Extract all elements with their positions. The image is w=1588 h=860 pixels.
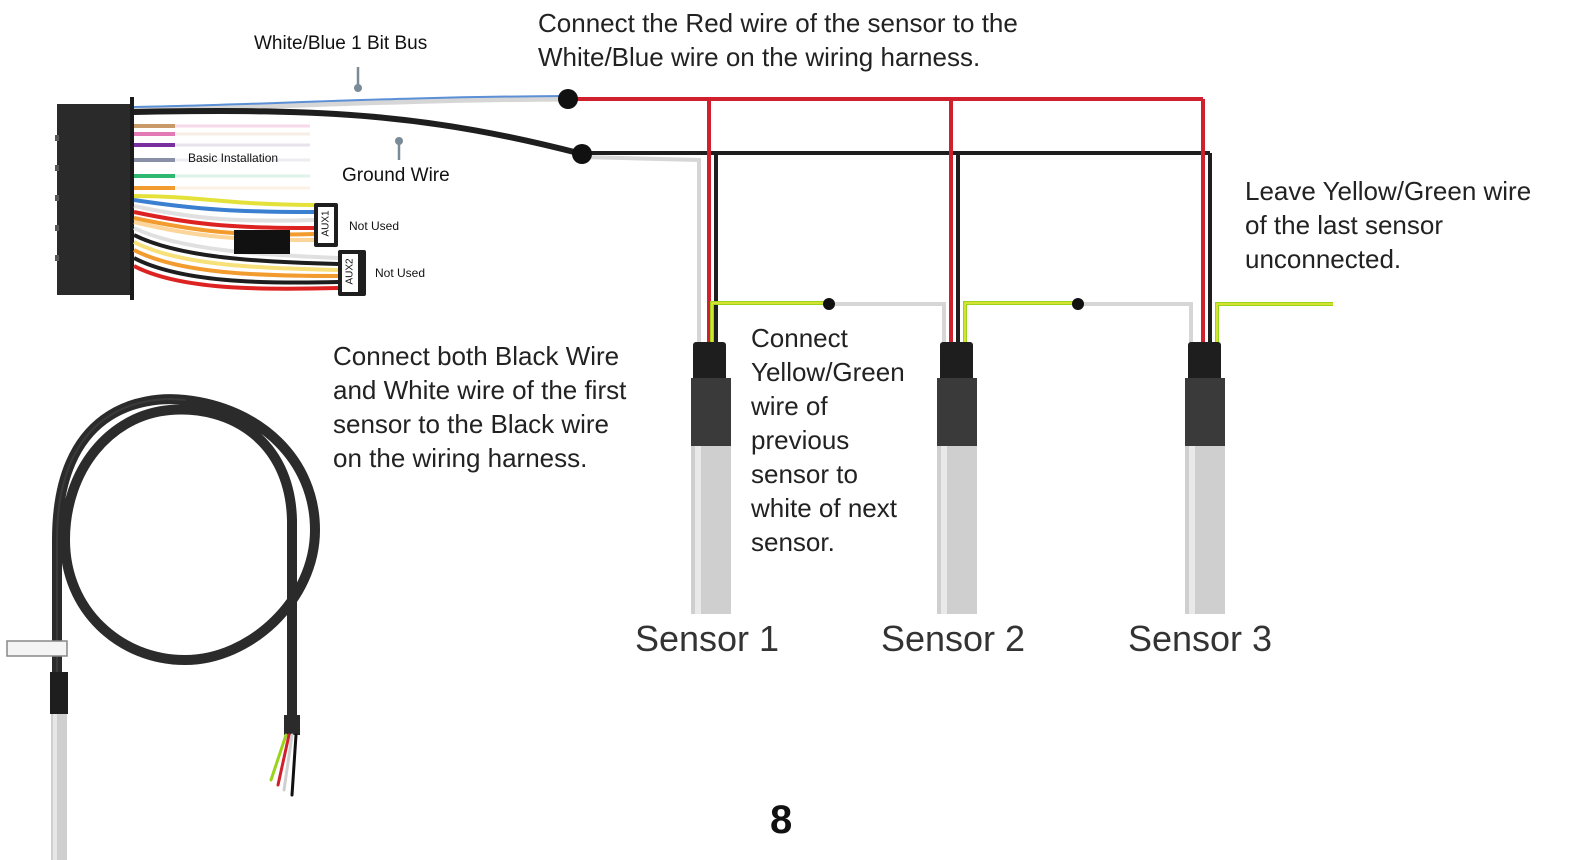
sensor-probe-2 [937, 342, 977, 614]
ground-label: Ground Wire [342, 165, 450, 186]
page-number: 8 [770, 798, 793, 842]
aux1-status: Not Used [349, 219, 400, 233]
sensor-label-3: Sensor 3 [1127, 618, 1273, 659]
callout-red-wire: Connect the Red wire of the sensor to th… [538, 8, 1018, 72]
sensor-probe-1 [691, 342, 731, 614]
aux1-tag: AUX1 [320, 210, 332, 237]
callout-yellow-green-wire: Connect Yellow/Green wire of previous se… [751, 323, 905, 557]
wiring-harness [55, 67, 583, 300]
sensor-probe-3 [1185, 342, 1225, 614]
basic-installation-label: Basic Installation [188, 151, 279, 165]
callout-black-white-wire: Connect both Black Wire and White wire o… [333, 341, 627, 473]
bus-lines [558, 89, 1333, 345]
aux2-status: Not Used [375, 266, 426, 280]
sensor-label-2: Sensor 2 [880, 618, 1026, 659]
coiled-sensor-illustration [6, 394, 321, 860]
bus-label: White/Blue 1 Bit Bus [254, 33, 428, 54]
sensor-label-1: Sensor 1 [634, 618, 780, 659]
callout-last-sensor: Leave Yellow/Green wire of the last sens… [1245, 176, 1532, 274]
aux2-tag: AUX2 [344, 258, 356, 285]
